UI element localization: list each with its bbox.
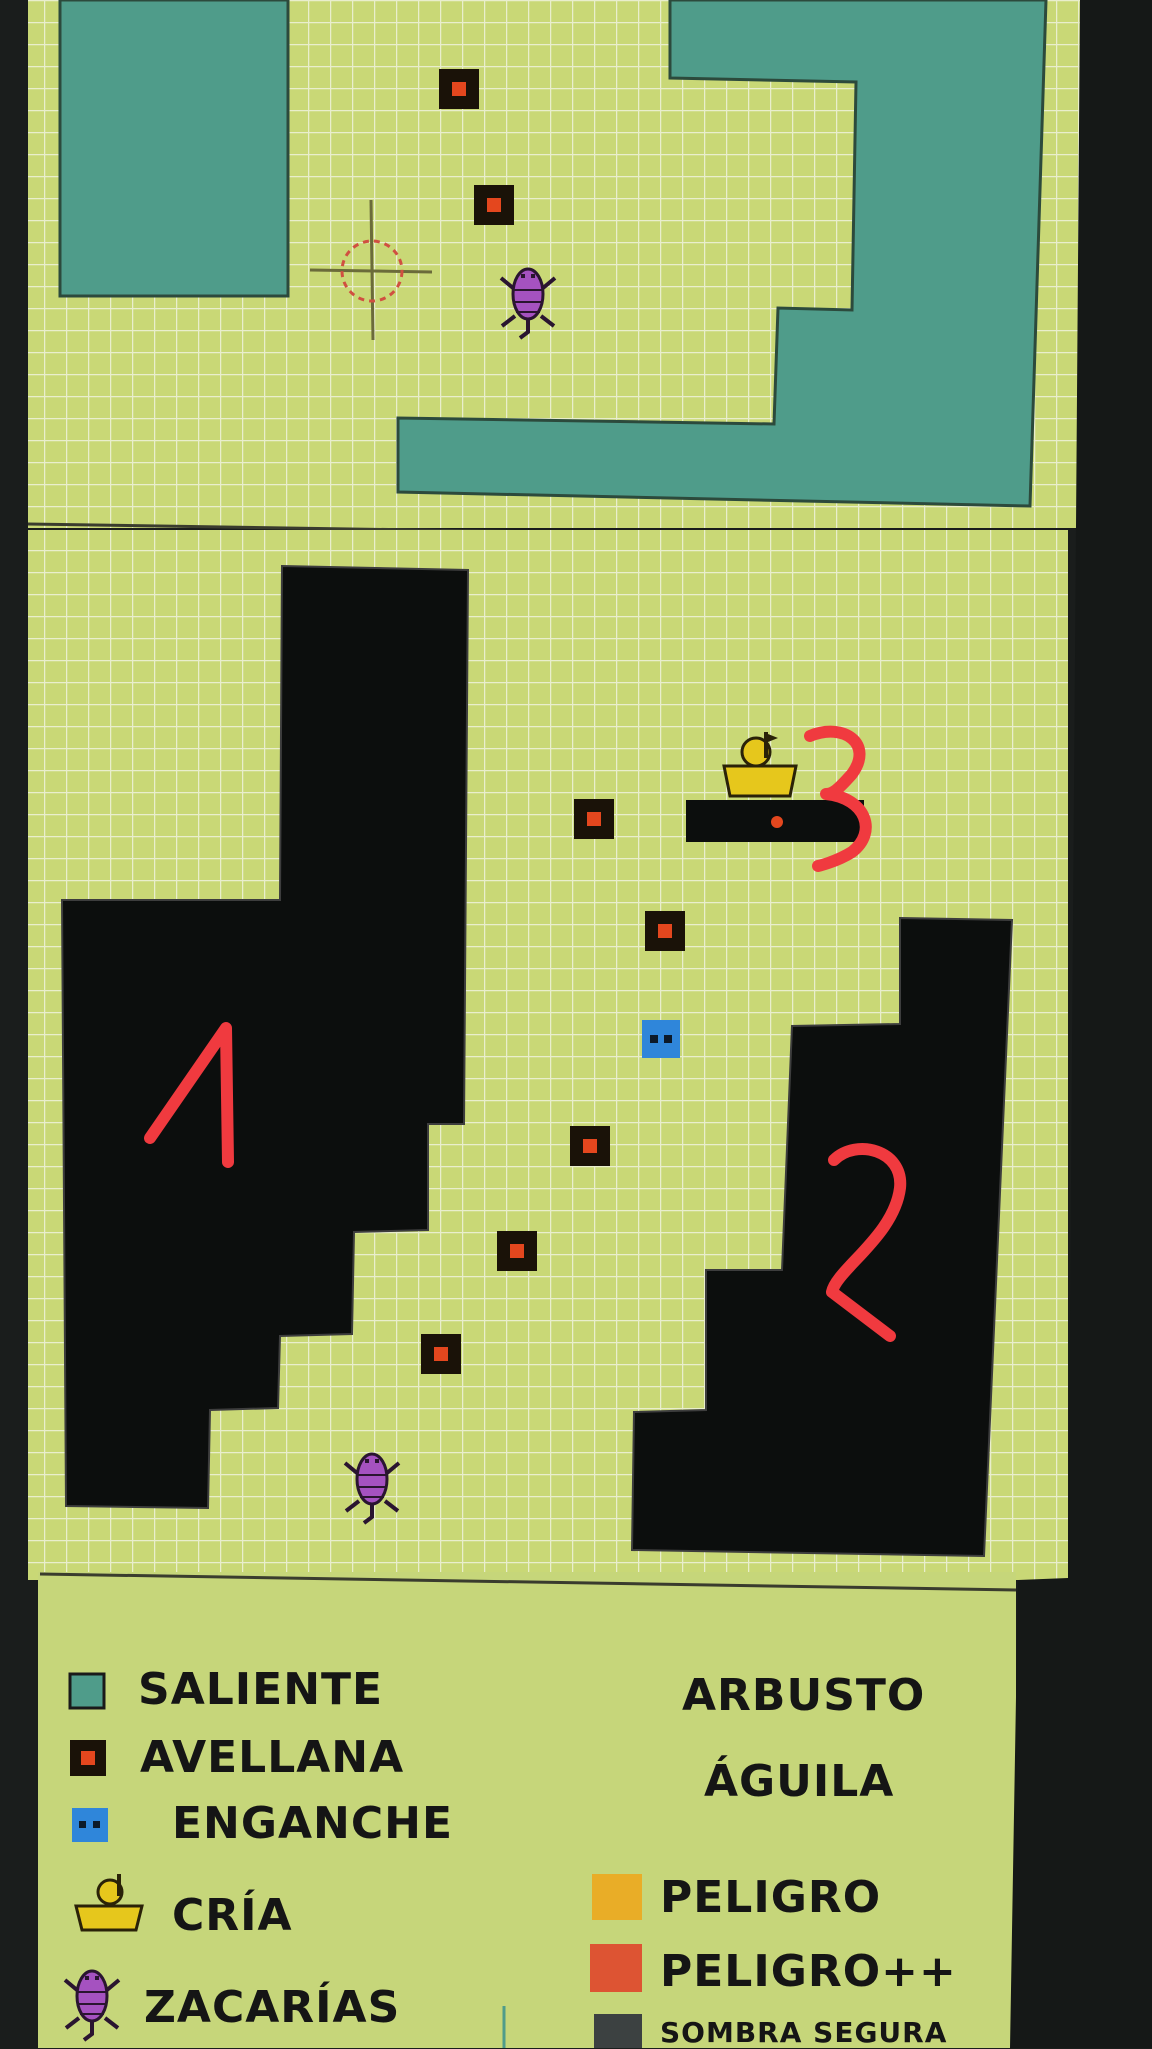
hazelnut — [645, 911, 685, 951]
legend-label-saliente: SALIENTE — [138, 1664, 384, 1715]
legend-label-zacarias: ZACARÍAS — [144, 1982, 401, 2033]
hazelnut-icon — [70, 1740, 106, 1776]
hazelnut — [474, 185, 514, 225]
hazelnut — [439, 69, 479, 109]
chick — [722, 732, 798, 798]
safe-shade-swatch — [594, 2014, 642, 2048]
chick-icon — [74, 1874, 144, 1932]
annotation-numbers — [144, 725, 907, 1342]
hazelnut — [574, 799, 614, 839]
legend-label-peligro: PELIGRO — [660, 1872, 882, 1923]
ledge — [396, 0, 1048, 508]
map-panel-top — [28, 0, 1080, 528]
hazelnut — [421, 1334, 461, 1374]
legend-label-peligro-plus: PELIGRO++ — [660, 1946, 957, 1997]
hook — [642, 1020, 680, 1058]
hazelnut — [570, 1126, 610, 1166]
legend-label-enganche: ENGANCHE — [172, 1798, 454, 1849]
legend-label-arbusto: ARBUSTO — [682, 1670, 926, 1721]
map-panel-bottom — [28, 530, 1068, 1580]
ledge — [58, 0, 290, 298]
hazelnut — [497, 1231, 537, 1271]
danger-swatch — [592, 1874, 642, 1920]
legend-label-sombra-segura: SOMBRA SEGURA — [660, 2016, 948, 2049]
legend-label-avellana: AVELLANA — [140, 1732, 405, 1783]
hook-icon — [72, 1808, 108, 1842]
legend-panel — [38, 1572, 1017, 2048]
ledge-swatch-icon — [68, 1672, 106, 1710]
platform-marker — [771, 816, 783, 828]
legend-label-aguila: ÁGUILA — [704, 1756, 895, 1807]
wall-1 — [60, 564, 470, 1510]
bezel — [1010, 0, 1152, 2048]
wall-2 — [630, 916, 1014, 1558]
legend-label-cria: CRÍA — [172, 1890, 293, 1941]
crosshair-icon[interactable] — [309, 199, 433, 341]
danger-plus-swatch — [590, 1944, 642, 1992]
